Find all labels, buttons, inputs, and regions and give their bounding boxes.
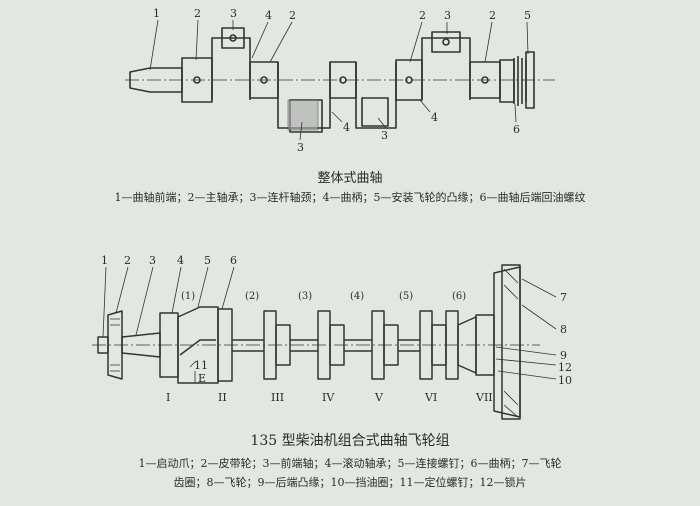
callout-label: 4 bbox=[343, 121, 350, 134]
callout-label: 4 bbox=[265, 9, 272, 22]
bearing-numeral: IV bbox=[322, 391, 335, 404]
callout-label: 2 bbox=[489, 9, 496, 22]
callout-label: 1 bbox=[101, 254, 108, 267]
callout-label: 12 bbox=[558, 361, 572, 374]
figure2-legend-line1: 1—启动爪；2—皮带轮；3—前端轴；4—滚动轴承；5—连接螺钉；6—曲柄；7—飞… bbox=[138, 457, 562, 470]
figure1-legend: 1—曲轴前端；2—主轴承；3—连杆轴颈；4—曲柄；5—安装飞轮的凸缘；6—曲轴后… bbox=[114, 191, 586, 204]
callout-label: 4 bbox=[177, 254, 184, 267]
crank-number: (2) bbox=[245, 291, 259, 302]
crank-number: (5) bbox=[399, 291, 413, 302]
callout-label: 2 bbox=[194, 7, 201, 20]
built-up-crankshaft-drawing: 1 2 3 4 5 6 7 8 9 12 10 11 E (1) (2) (3)… bbox=[92, 254, 572, 420]
callout-label: E bbox=[198, 372, 206, 385]
callout-label: 6 bbox=[513, 123, 520, 136]
integral-crankshaft-drawing: 1 2 3 4 2 2 3 2 5 3 4 3 4 6 bbox=[125, 7, 555, 154]
callout-label: 3 bbox=[444, 9, 451, 22]
figure2-title: 135 型柴油机组合式曲轴飞轮组 bbox=[250, 433, 450, 449]
bearing-numeral: V bbox=[374, 391, 384, 404]
callout-label: 1 bbox=[153, 7, 160, 20]
bearing-numeral: VI bbox=[424, 391, 437, 404]
crank-number: (3) bbox=[298, 291, 312, 302]
callout-label: 3 bbox=[149, 254, 156, 267]
callout-label: 11 bbox=[194, 359, 208, 372]
crank-number: (1) bbox=[181, 291, 195, 302]
callout-label: 9 bbox=[560, 349, 567, 362]
crank-number: (4) bbox=[350, 291, 364, 302]
callout-label: 7 bbox=[560, 291, 567, 304]
callout-label: 2 bbox=[289, 9, 296, 22]
callout-label: 2 bbox=[419, 9, 426, 22]
callout-label: 2 bbox=[124, 254, 131, 267]
callout-label: 3 bbox=[230, 7, 237, 20]
callout-label: 4 bbox=[431, 111, 438, 124]
figure1-title: 整体式曲轴 bbox=[317, 171, 383, 186]
callout-label: 3 bbox=[297, 141, 304, 154]
callout-label: 10 bbox=[558, 374, 572, 387]
bearing-numeral: II bbox=[218, 391, 227, 404]
callout-label: 5 bbox=[204, 254, 211, 267]
bearing-numeral: VII bbox=[475, 391, 493, 404]
bearing-numeral: III bbox=[271, 391, 284, 404]
crank-number: (6) bbox=[452, 291, 466, 302]
callout-label: 6 bbox=[230, 254, 237, 267]
figure2-legend-line2: 齿圈；8—飞轮；9—后端凸缘；10—挡油圈；11—定位螺钉；12—锁片 bbox=[173, 476, 527, 489]
bearing-numeral: I bbox=[166, 391, 170, 404]
callout-label: 8 bbox=[560, 323, 567, 336]
callout-label: 3 bbox=[381, 129, 388, 142]
callout-label: 5 bbox=[524, 9, 531, 22]
